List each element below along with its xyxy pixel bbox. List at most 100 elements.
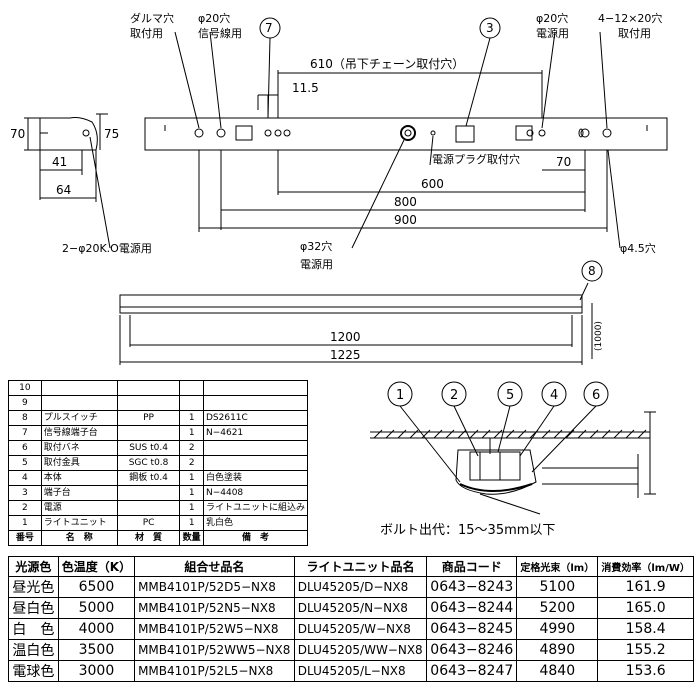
spec-cell: 温白色 — [8, 639, 59, 661]
parts-cell-qty — [179, 395, 204, 411]
section-marker-6-label: 6 — [592, 388, 600, 403]
parts-cell-material — [116, 380, 181, 396]
power-use-label-b: 電源用 — [300, 257, 333, 271]
dim-1225: 1225 — [330, 348, 361, 362]
spec-cell: 電球色 — [8, 660, 59, 682]
spec-cell: 4840 — [516, 660, 599, 682]
parts-header-material: 材 質 — [116, 530, 181, 546]
spec-header-cell: 色温度（K） — [57, 556, 136, 577]
parts-cell-note — [202, 395, 309, 411]
section-marker-5-label: 5 — [506, 388, 514, 403]
side-view-drawing: 8 1200 1225 (1000) — [119, 260, 604, 365]
parts-cell-name: プルスイッチ — [40, 410, 118, 426]
spec-cell: DLU45205/L−NX8 — [293, 660, 428, 682]
parts-header-row: 番号名 称材 質数量備 考 — [8, 530, 309, 546]
spec-cell: DLU45205/W−NX8 — [293, 618, 428, 640]
spec-cell: 0643−8246 — [426, 639, 518, 661]
spec-cell: 4000 — [57, 618, 136, 640]
dim-1200: 1200 — [330, 330, 361, 344]
spec-cell: DLU45205/D−NX8 — [293, 576, 428, 598]
parts-cell-name: ライトユニット — [40, 515, 118, 531]
parts-cell-qty: 1 — [179, 425, 204, 441]
parts-cell-name: 端子台 — [40, 485, 118, 501]
section-marker-2-label: 2 — [450, 388, 458, 403]
spec-cell: 白 色 — [8, 618, 59, 640]
parts-header-qty: 数量 — [179, 530, 204, 546]
parts-cell-qty: 2 — [179, 440, 204, 456]
spec-cell: MMB4101P/52L5−NX8 — [134, 660, 295, 682]
spec-header-cell: 組合せ品名 — [134, 556, 295, 577]
phi45-label: φ4.5穴 — [620, 241, 656, 255]
spec-cell: MMB4101P/52WW5−NX8 — [134, 639, 295, 661]
parts-cell-no: 5 — [8, 455, 42, 471]
parts-cell-name: 本体 — [40, 470, 118, 486]
parts-header-no: 番号 — [8, 530, 42, 546]
section-marker-6 — [583, 381, 609, 407]
parts-header-name: 名 称 — [40, 530, 118, 546]
parts-cell-name — [40, 380, 118, 396]
parts-cell-note: N−4408 — [202, 485, 309, 501]
spec-cell: 3500 — [57, 639, 136, 661]
parts-cell-note: N−4621 — [202, 425, 309, 441]
parts-cell-no: 2 — [8, 500, 42, 516]
parts-cell-name: 取付バネ — [40, 440, 118, 456]
parts-row: 10 — [8, 380, 309, 396]
spec-cell: DLU45205/WW−NX8 — [293, 639, 428, 661]
spec-cell: MMB4101P/52D5−NX8 — [134, 576, 295, 598]
dim-70-right: 70 — [556, 155, 571, 169]
parts-cell-note — [202, 455, 309, 471]
mount-use-label-1: 取付用 — [130, 27, 163, 40]
dim-64: 64 — [56, 183, 71, 197]
body-rectangle — [144, 117, 668, 151]
parts-cell-material: SUS t0.4 — [116, 440, 181, 456]
parts-cell-name: 取付金具 — [40, 455, 118, 471]
spec-cell: 0643−8247 — [426, 660, 518, 682]
spec-header-cell: 商品コード — [426, 556, 518, 577]
parts-cell-note: ライトユニットに組込み — [202, 500, 309, 516]
parts-cell-qty: 1 — [179, 515, 204, 531]
spec-cell: 5000 — [57, 597, 136, 619]
parts-header-note: 備 考 — [202, 530, 309, 546]
end-view-profile — [39, 117, 98, 151]
power-plug-label: 電源プラグ取付穴 — [432, 152, 520, 166]
dim-75: 75 — [104, 127, 119, 141]
spec-header-cell: 光源色 — [8, 556, 59, 577]
parts-cell-name: 信号線端子台 — [40, 425, 118, 441]
spec-cell: 昼光色 — [8, 576, 59, 598]
phi20k-label: 2−φ20K.O電源用 — [62, 241, 152, 255]
spec-cell: 昼白色 — [8, 597, 59, 619]
phi20-label-b: φ20穴 — [536, 11, 568, 25]
phi20-label-a: φ20穴 — [198, 11, 230, 25]
dim-600: 600 — [421, 177, 444, 191]
dim-900: 900 — [394, 213, 417, 227]
marker-8 — [581, 260, 603, 282]
spec-cell: 6500 — [57, 576, 136, 598]
spec-cell: 0643−8244 — [426, 597, 518, 619]
marker-3 — [479, 17, 501, 39]
parts-cell-no: 4 — [8, 470, 42, 486]
marker-3-label: 3 — [486, 21, 494, 35]
section-marker-4 — [541, 381, 567, 407]
spec-cell: 4890 — [516, 639, 599, 661]
section-drawing: 1 2 5 4 6 ボルト出代：15〜35mm以下 — [370, 381, 656, 538]
dim-610: 610（吊下チェーン取付穴） — [310, 56, 464, 71]
end-view-hole — [82, 129, 90, 137]
parts-cell-material — [116, 425, 181, 441]
spec-cell: 0643−8245 — [426, 618, 518, 640]
spec-cell: MMB4101P/52N5−NX8 — [134, 597, 295, 619]
spec-cell: MMB4101P/52W5−NX8 — [134, 618, 295, 640]
parts-cell-no: 6 — [8, 440, 42, 456]
spec-cell: 4990 — [516, 618, 599, 640]
side-body — [119, 294, 583, 314]
